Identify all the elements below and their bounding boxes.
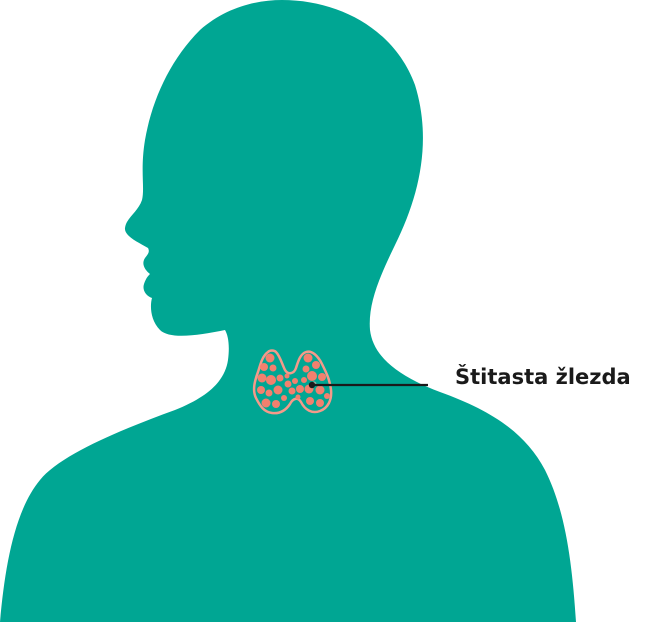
body-silhouette <box>0 0 576 622</box>
thyroid-label: Štitasta žlezda <box>455 367 631 388</box>
leader-dot <box>309 382 315 388</box>
